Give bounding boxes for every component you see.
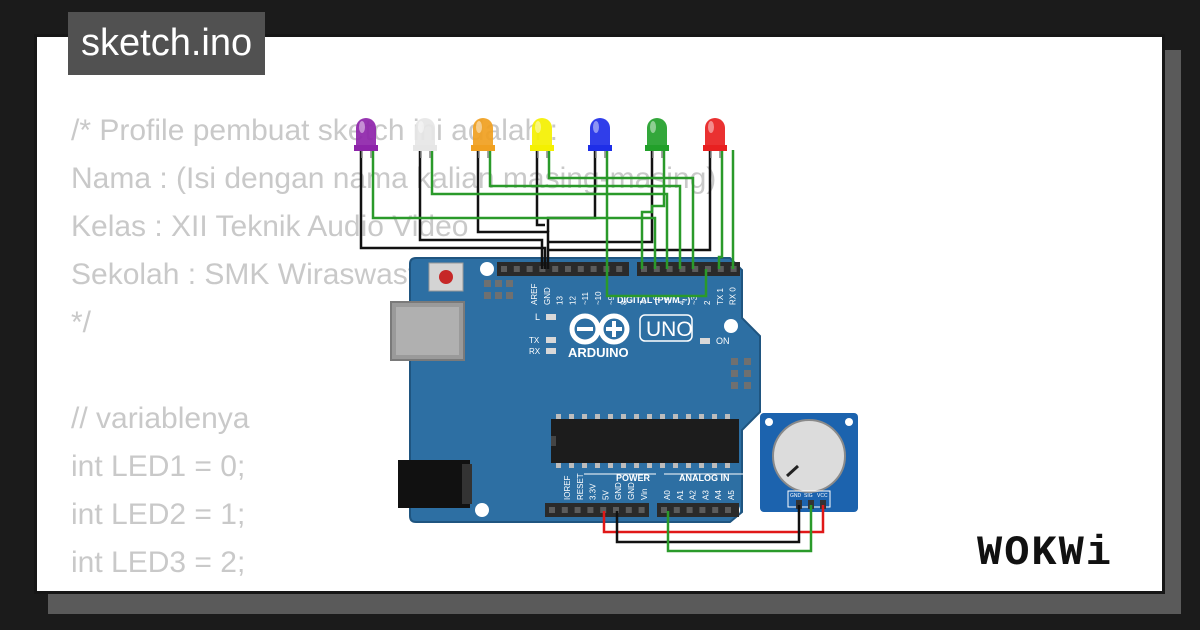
pot-pin-gnd-label: GND bbox=[790, 493, 802, 499]
arduino-infinity-logo bbox=[569, 313, 630, 345]
label-analog: ANALOG IN bbox=[679, 473, 730, 483]
led-row bbox=[354, 118, 727, 158]
label-l: L bbox=[535, 312, 540, 322]
led-l-indicator bbox=[546, 314, 556, 320]
wokwi-logo-text: WOKWi bbox=[977, 529, 1113, 574]
label-rx: RX bbox=[529, 347, 541, 356]
pin-label: 3.3V bbox=[589, 483, 598, 500]
pin-label: 5V bbox=[601, 490, 610, 500]
led[interactable] bbox=[413, 118, 437, 158]
pin-label: AREF bbox=[530, 284, 539, 305]
power-header bbox=[545, 503, 649, 517]
pin-label: GND bbox=[627, 482, 636, 500]
pin-label: GND bbox=[614, 482, 623, 500]
pin-label: A0 bbox=[663, 490, 672, 500]
board-brand: ARDUINO bbox=[568, 345, 629, 360]
pin-label: ~3 bbox=[690, 295, 699, 305]
arduino-uno-board[interactable]: L TX RX ON ARDUINO UNO DIGITAL (PWM ~) P… bbox=[390, 257, 761, 523]
led-tx-indicator bbox=[546, 337, 556, 343]
pin-label: 2 bbox=[703, 300, 712, 305]
analog-header bbox=[657, 503, 739, 517]
pin-label: 8 bbox=[620, 300, 629, 305]
reset-button-cap[interactable] bbox=[439, 270, 453, 284]
pin-label: Vin bbox=[640, 489, 649, 500]
pot-pin-sig-label: SIG bbox=[804, 493, 813, 499]
icsp-header-right bbox=[731, 358, 751, 389]
pin-label: 4 bbox=[677, 300, 686, 305]
pin-label: GND bbox=[543, 287, 552, 305]
code-preview: /* Profile pembuat sketch ini adalah :Na… bbox=[71, 107, 716, 591]
board-model: UNO bbox=[646, 318, 693, 341]
code-line: int LED3 = 2; bbox=[71, 546, 246, 579]
led[interactable] bbox=[471, 118, 495, 158]
code-line: int LED2 = 1; bbox=[71, 498, 246, 531]
pot-pin-vcc-label: VCC bbox=[817, 493, 828, 499]
led-on-indicator bbox=[700, 338, 710, 344]
label-digital: DIGITAL (PWM ~) bbox=[617, 295, 690, 305]
pin-label: 7 bbox=[639, 300, 648, 305]
pin-label: 13 bbox=[556, 296, 565, 305]
pin-label: 12 bbox=[568, 296, 577, 305]
pin-label: TX 1 bbox=[716, 288, 725, 305]
mounting-hole bbox=[475, 503, 489, 517]
digital-header-left bbox=[497, 262, 629, 276]
pin-label: RX 0 bbox=[729, 287, 738, 305]
led[interactable] bbox=[588, 118, 612, 158]
pin-label: ~6 bbox=[652, 295, 661, 305]
pin-label: ~5 bbox=[665, 295, 674, 305]
pin-label: A1 bbox=[676, 490, 685, 500]
code-line: /* Profile pembuat sketch ini adalah : bbox=[71, 114, 558, 147]
led[interactable] bbox=[703, 118, 727, 158]
pin-label: A2 bbox=[689, 490, 698, 500]
led[interactable] bbox=[645, 118, 669, 158]
led[interactable] bbox=[530, 118, 554, 158]
wokwi-logo: WOKWi bbox=[977, 529, 1113, 574]
label-power: POWER bbox=[616, 473, 651, 483]
digital-header-right bbox=[637, 262, 740, 276]
code-line: Sekolah : SMK Wiraswasta bbox=[71, 258, 433, 291]
power-jack-edge bbox=[462, 464, 472, 504]
pin-label: ~9 bbox=[607, 295, 616, 305]
icsp-header-top bbox=[484, 280, 513, 299]
knob-indicator bbox=[785, 464, 800, 478]
mounting-hole bbox=[724, 319, 738, 333]
label-on: ON bbox=[716, 336, 730, 346]
code-line: // variablenya bbox=[71, 402, 250, 435]
led-rx-indicator bbox=[546, 348, 556, 354]
pin-label: IOREF bbox=[563, 475, 572, 500]
pin-label: A4 bbox=[714, 490, 723, 500]
pin-label: A3 bbox=[701, 490, 710, 500]
pin-label: A5 bbox=[727, 490, 736, 500]
potentiometer-knob[interactable] bbox=[772, 419, 846, 493]
code-line: int LED1 = 0; bbox=[71, 450, 246, 483]
file-name-tab[interactable]: sketch.ino bbox=[68, 12, 266, 75]
mounting-hole bbox=[480, 262, 494, 276]
pin-label: ~10 bbox=[594, 291, 603, 305]
chip-legs bbox=[551, 414, 730, 468]
model-badge bbox=[639, 314, 693, 342]
logo-minus bbox=[577, 327, 593, 331]
wires bbox=[359, 150, 825, 553]
label-tx: TX bbox=[529, 336, 540, 345]
power-jack bbox=[398, 460, 470, 508]
code-line: */ bbox=[71, 306, 92, 339]
potentiometer-module[interactable]: GND SIG VCC bbox=[760, 413, 858, 512]
usb-port-inner bbox=[396, 307, 459, 355]
code-line: Kelas : XII Teknik Audio Video bbox=[71, 210, 469, 243]
pin-label: RESET bbox=[576, 473, 585, 500]
pin-label: ~11 bbox=[581, 291, 590, 305]
atmega-chip bbox=[551, 419, 739, 463]
logo-plus-v bbox=[612, 321, 616, 337]
led[interactable] bbox=[354, 118, 378, 158]
